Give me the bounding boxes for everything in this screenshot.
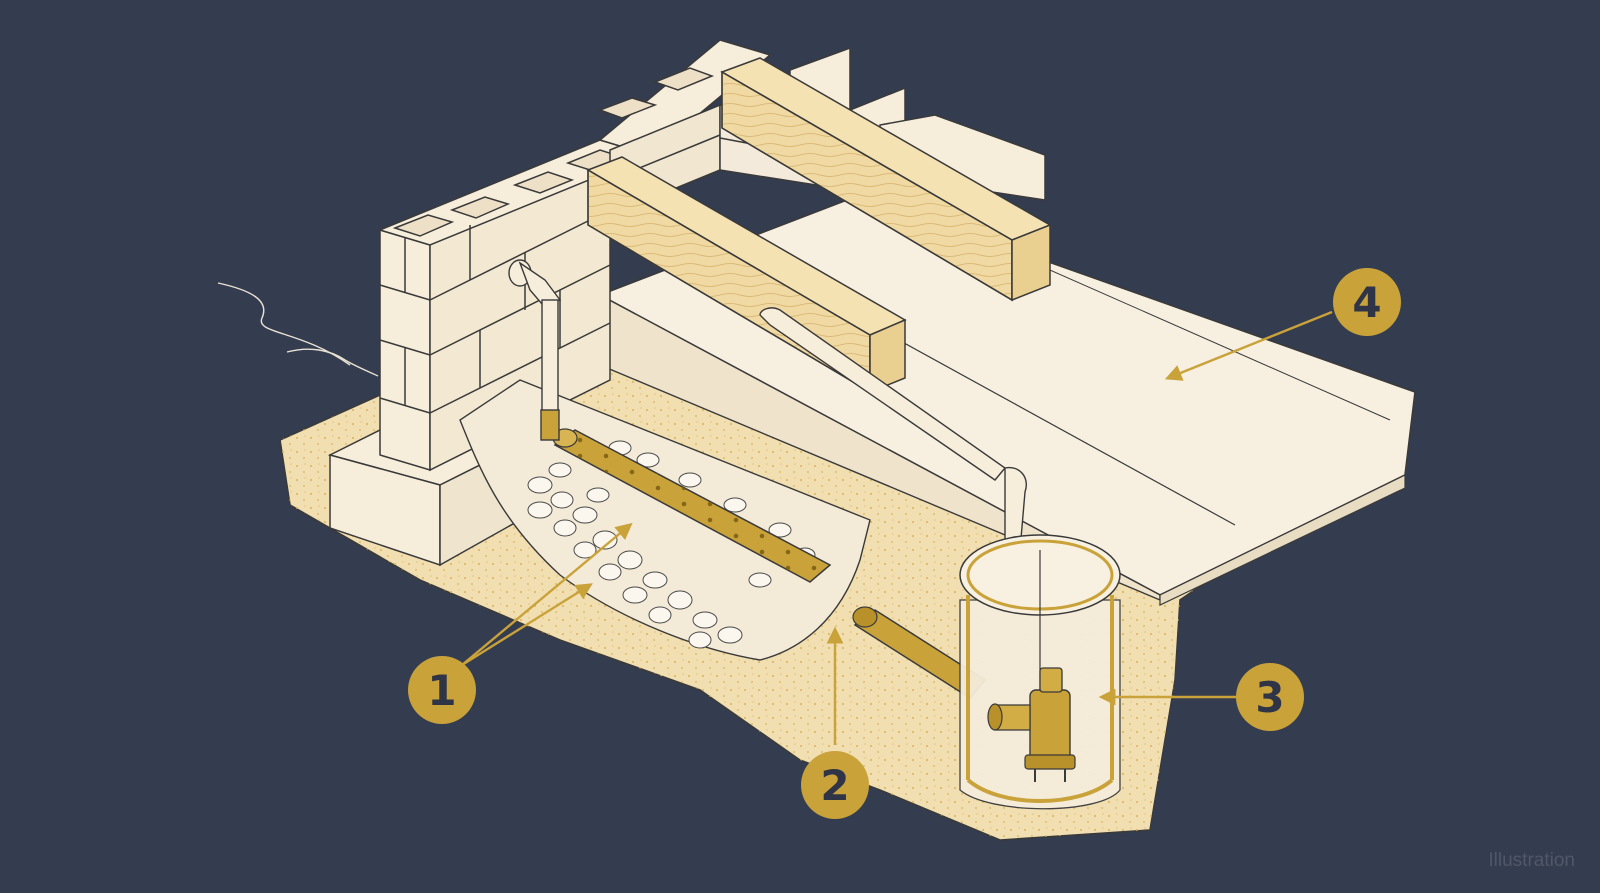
callout-4: 4 <box>1333 268 1401 336</box>
drain-trench <box>459 379 871 661</box>
illustration-caption: Illustration <box>1488 850 1575 871</box>
wavy-lines <box>217 282 379 377</box>
callout-2-label: 2 <box>820 761 849 810</box>
wall-vent-pipe <box>508 259 562 441</box>
block-wall <box>327 39 881 567</box>
callout-3-label: 3 <box>1255 673 1284 722</box>
callout-arrows <box>461 310 1333 745</box>
wood-beams <box>586 57 1052 394</box>
sump-pit <box>959 534 1121 810</box>
arrow-1b <box>461 583 593 667</box>
callout-1: 1 <box>408 656 476 724</box>
arrow-4 <box>1164 310 1333 381</box>
callout-1-label: 1 <box>427 666 456 715</box>
arrow-1a <box>461 522 633 666</box>
gravel-bed <box>527 440 816 649</box>
callout-3: 3 <box>1236 663 1304 731</box>
callout-2: 2 <box>801 751 869 819</box>
perforated-drain-pipe <box>552 428 832 583</box>
discharge-pipe <box>759 307 1027 551</box>
callout-4-label: 4 <box>1352 278 1381 327</box>
